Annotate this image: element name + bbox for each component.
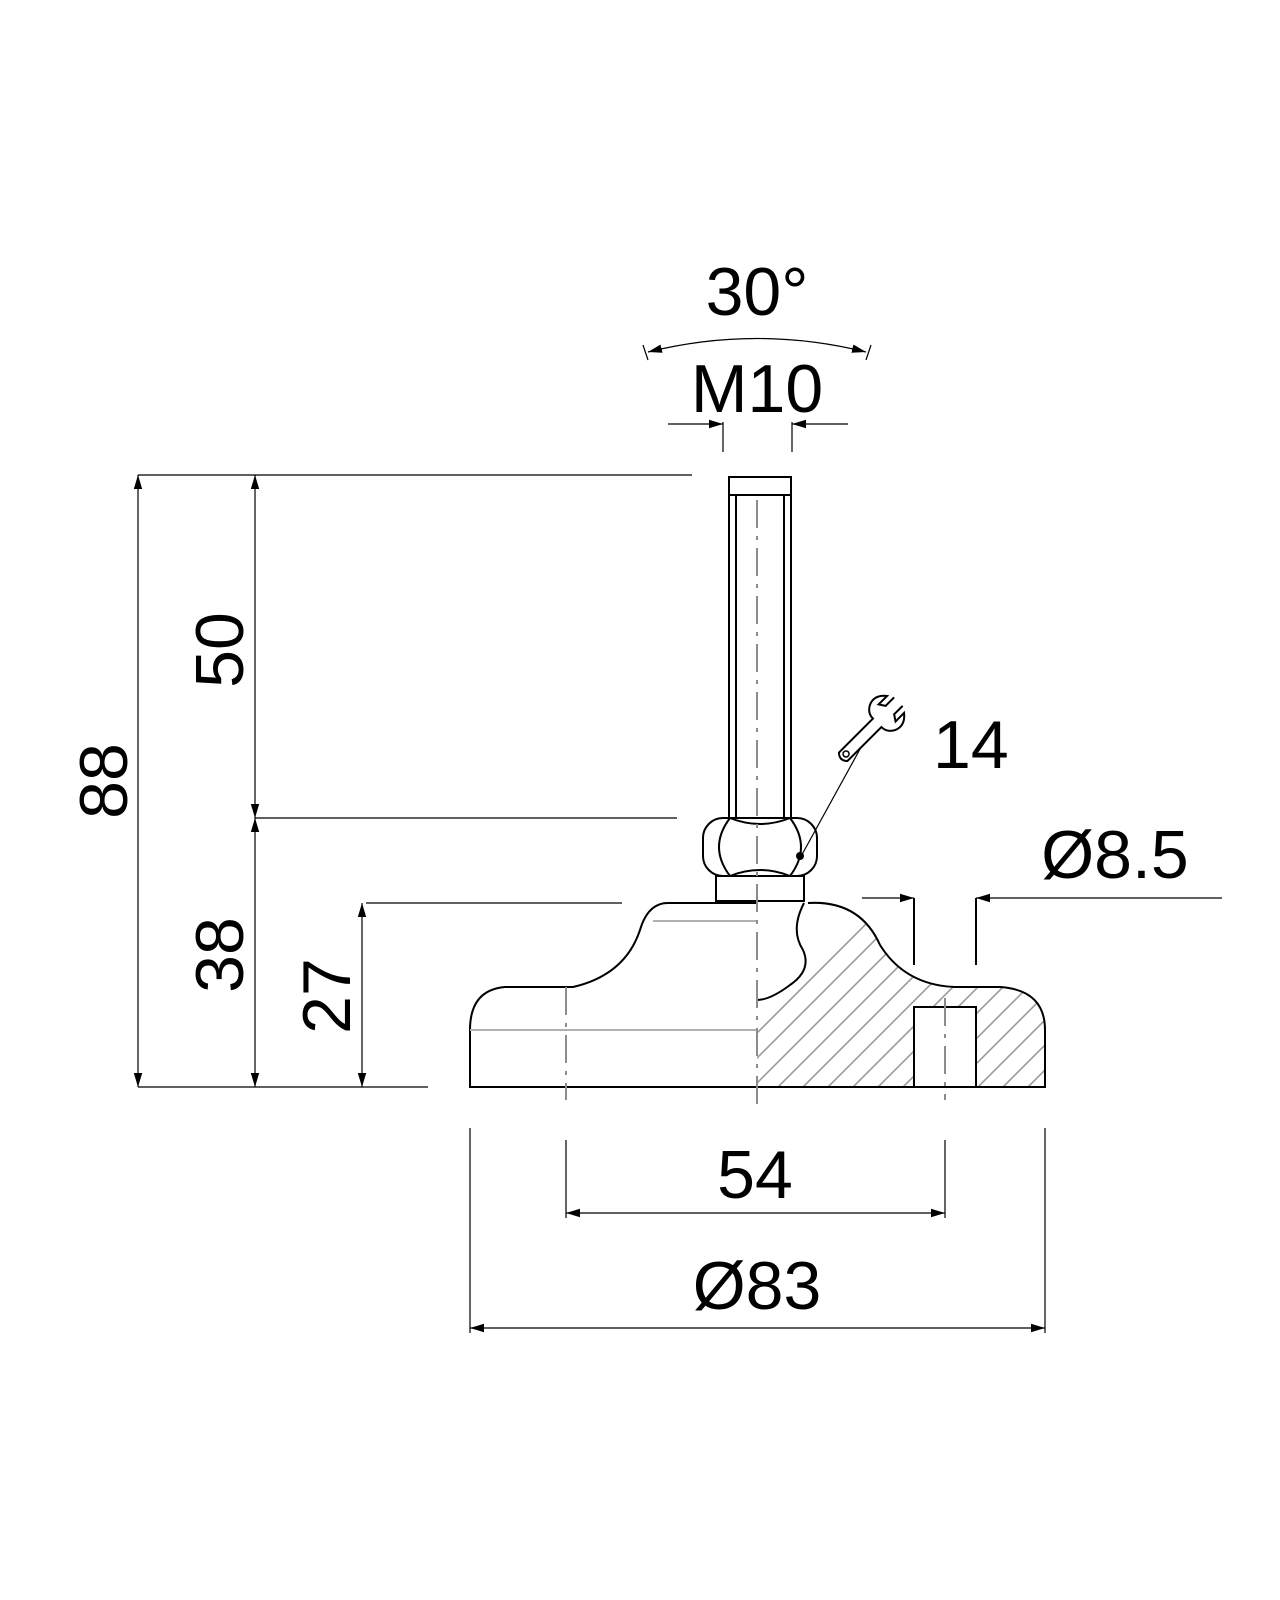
hole-diameter-dimension: Ø8.5 [862, 817, 1222, 903]
height-dimensions: 88 50 38 27 [66, 474, 692, 1088]
wrench-callout: 14 [796, 694, 1009, 861]
threaded-stud [728, 476, 792, 818]
angle-dimension: 30° [642, 254, 872, 361]
base-diameter-label: Ø83 [693, 1248, 822, 1324]
wrench-size-label: 14 [933, 707, 1009, 783]
thread-dimension: M10 [668, 351, 848, 452]
thread-label: M10 [691, 351, 823, 427]
hole-spacing-label: 54 [717, 1137, 793, 1213]
overall-height-label: 88 [66, 743, 142, 819]
base-height-label: 27 [289, 958, 365, 1034]
hole-spacing-dimension: 54 [565, 1137, 946, 1218]
angle-label: 30° [706, 254, 809, 330]
lower-height-label: 38 [182, 917, 258, 993]
base-diameter-dimension: Ø83 [469, 1128, 1046, 1333]
hex-nut [702, 817, 818, 902]
wrench-icon [837, 694, 906, 763]
base-pad [469, 902, 757, 1100]
stud-length-label: 50 [182, 612, 258, 688]
hole-diameter-label: Ø8.5 [1041, 817, 1188, 893]
